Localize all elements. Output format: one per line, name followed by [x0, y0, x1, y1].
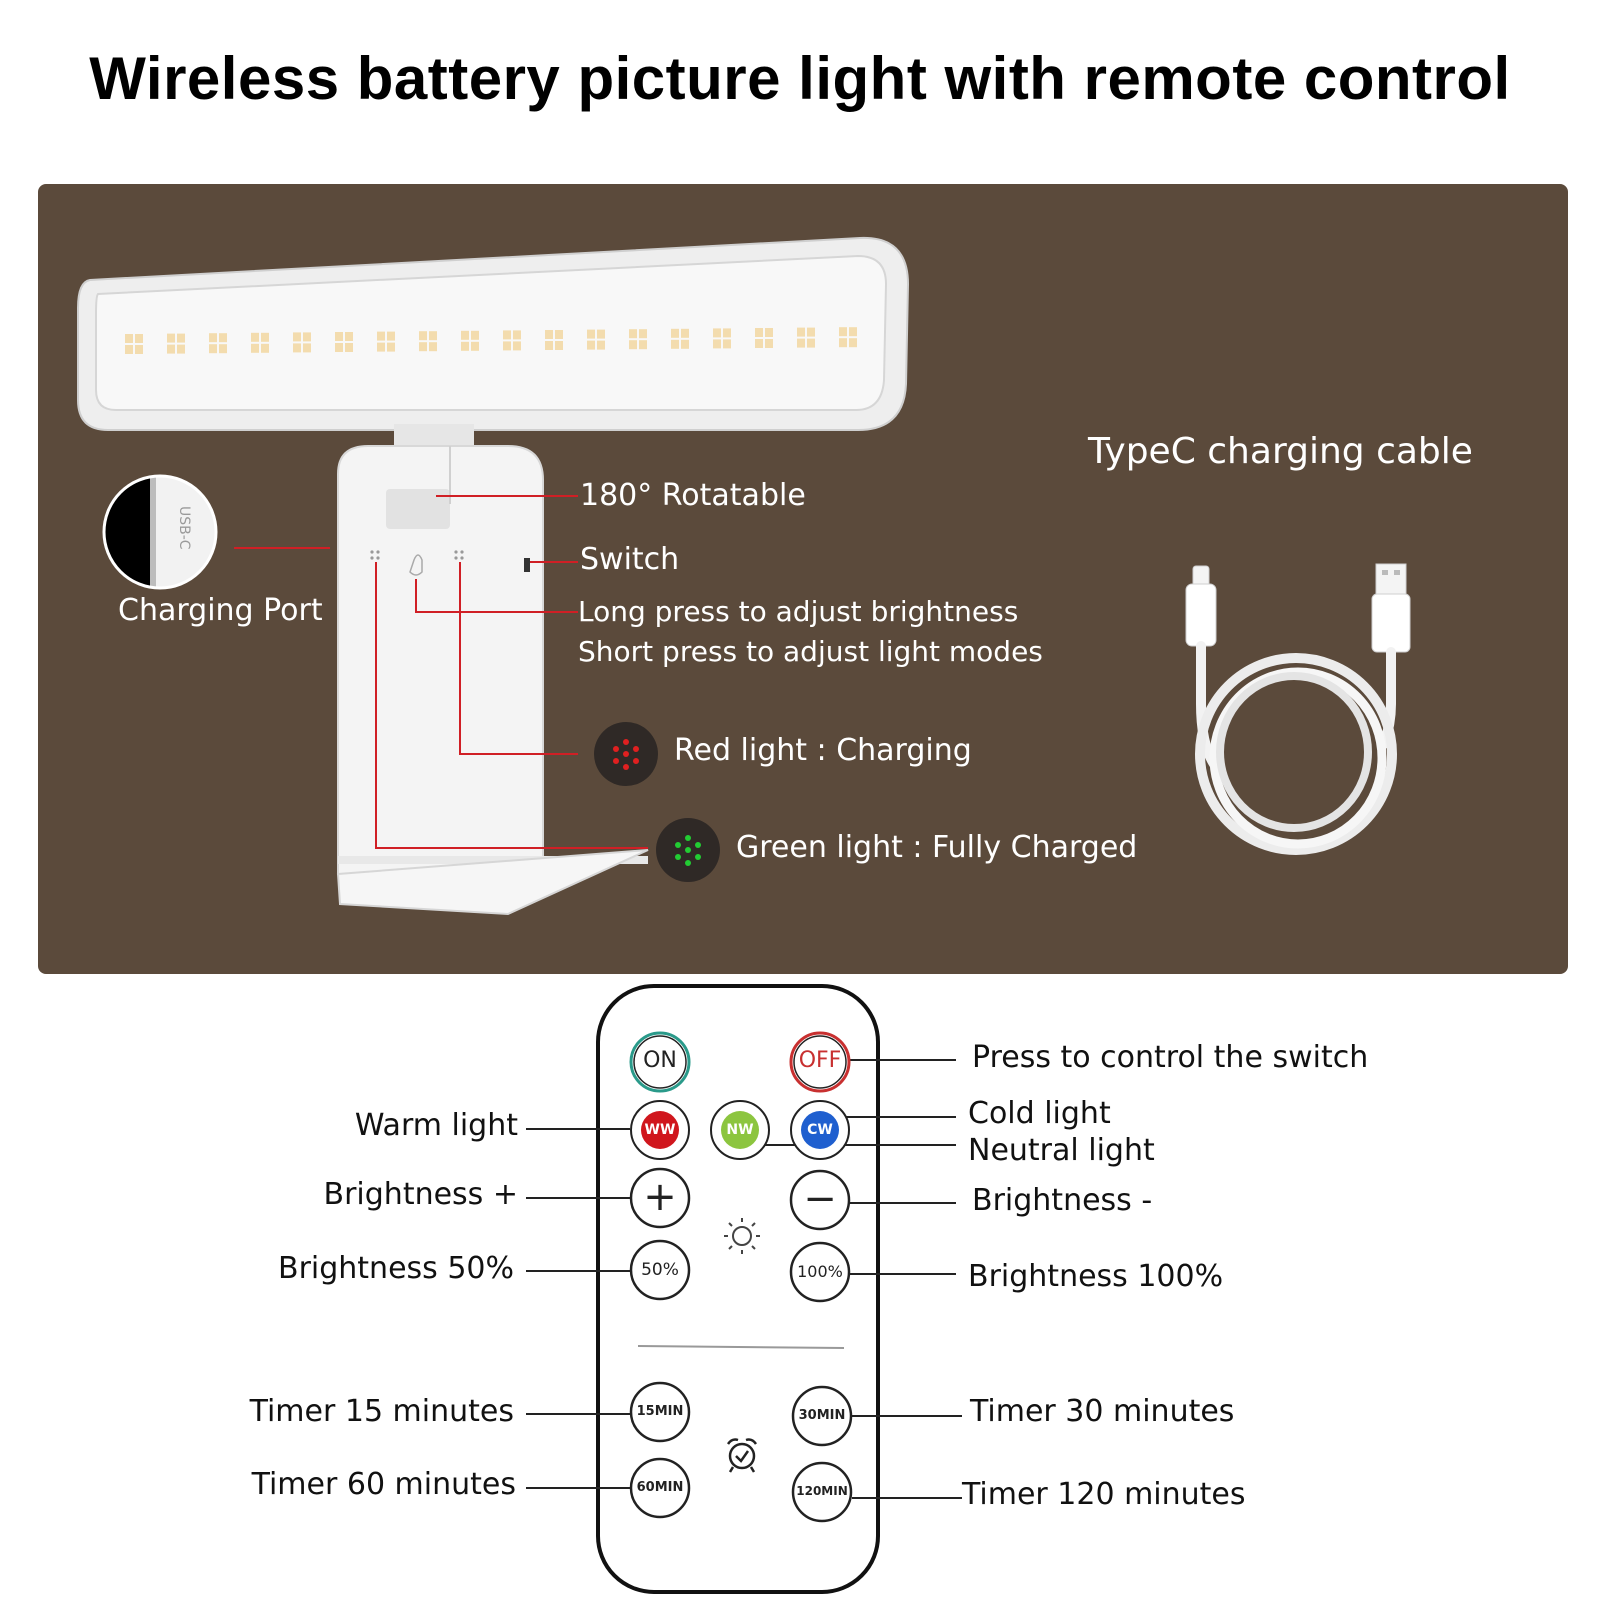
led-dot	[623, 739, 629, 745]
led-dot	[623, 751, 629, 757]
long-press-label: Long press to adjust brightness	[578, 595, 1019, 628]
off-button[interactable]: OFF	[788, 1030, 852, 1094]
led-chip	[755, 328, 773, 348]
led-dot	[675, 842, 681, 848]
sun-icon	[724, 1218, 760, 1254]
timer-15-label: Timer 15 minutes	[249, 1394, 514, 1429]
led-chip	[293, 332, 311, 353]
product-illustration: USB-C	[38, 184, 1568, 974]
led-dot	[613, 746, 619, 752]
led-dot	[695, 842, 701, 848]
lamp-base	[336, 849, 649, 916]
timer-15-button[interactable]: 15MIN	[628, 1380, 692, 1444]
nw-label: NW	[726, 1122, 754, 1138]
brightness-100-button[interactable]: 100%	[788, 1240, 852, 1304]
charging-port-label: Charging Port	[118, 593, 323, 628]
short-press-label: Short press to adjust light modes	[578, 635, 1043, 668]
typec-cable-illustration	[1185, 563, 1411, 855]
led-chip	[629, 329, 647, 350]
green-led-indicator	[656, 818, 720, 882]
led-dot	[633, 758, 639, 764]
led-chip	[167, 333, 185, 354]
remote-divider	[637, 1345, 845, 1349]
led-chip	[377, 331, 395, 352]
led-dot	[623, 764, 629, 770]
led-chip	[671, 328, 689, 349]
warm-light-button[interactable]: WW	[628, 1098, 692, 1162]
brightness-50-label: Brightness 50%	[277, 1251, 514, 1286]
ww-label: WW	[644, 1122, 676, 1138]
lamp-body	[336, 445, 649, 916]
callout-lines	[234, 495, 648, 849]
rotation-hinge	[386, 489, 450, 529]
led-chip	[419, 331, 437, 352]
led-dot	[675, 854, 681, 860]
switch-control-label: Press to control the switch	[972, 1040, 1369, 1075]
switch-label: Switch	[580, 542, 680, 577]
minus-label: −	[803, 1176, 837, 1222]
t60-label: 60MIN	[636, 1480, 684, 1495]
t30-label: 30MIN	[798, 1408, 846, 1423]
timer-30-button[interactable]: 30MIN	[790, 1384, 854, 1448]
led-chip	[209, 333, 227, 354]
switch-slider	[524, 558, 530, 572]
rotatable-label: 180° Rotatable	[580, 478, 806, 513]
led-dot	[685, 835, 691, 841]
timer-120-button[interactable]: 120MIN	[790, 1460, 854, 1524]
led-dot	[695, 854, 701, 860]
touch-icon	[409, 554, 423, 576]
off-button-label: OFF	[798, 1048, 842, 1073]
green-light-label: Green light : Fully Charged	[736, 830, 1138, 865]
brightness-plus-button[interactable]: +	[628, 1166, 692, 1230]
led-row	[125, 327, 857, 354]
lamp-head	[77, 236, 910, 431]
timer-120-label: Timer 120 minutes	[962, 1477, 1246, 1512]
b100-label: 100%	[797, 1262, 843, 1281]
led-chip	[503, 330, 521, 351]
led-chip	[797, 327, 815, 348]
brightness-minus-label: Brightness -	[972, 1183, 1153, 1218]
led-chip	[839, 327, 857, 348]
led-dot	[613, 758, 619, 764]
timer-30-label: Timer 30 minutes	[970, 1394, 1235, 1429]
brightness-50-button[interactable]: 50%	[628, 1238, 692, 1302]
neutral-light-button[interactable]: NW	[708, 1098, 772, 1162]
brightness-100-label: Brightness 100%	[968, 1259, 1224, 1294]
charging-port-zoom: USB-C	[102, 474, 218, 590]
timer-60-label: Timer 60 minutes	[251, 1467, 516, 1502]
led-chip	[461, 330, 479, 351]
typec-cable-label: TypeC charging cable	[1088, 431, 1473, 472]
page-title: Wireless battery picture light with remo…	[89, 45, 1511, 112]
led-chip	[251, 332, 269, 353]
led-chip	[545, 330, 563, 350]
led-chip	[587, 329, 605, 350]
brightness-minus-button[interactable]: −	[788, 1168, 852, 1232]
cw-label: CW	[807, 1122, 833, 1138]
cold-light-label: Cold light	[968, 1096, 1111, 1131]
led-dot	[633, 746, 639, 752]
on-button[interactable]: ON	[628, 1030, 692, 1094]
led-chip	[713, 328, 731, 349]
product-panel: USB-C	[38, 184, 1568, 974]
neutral-light-label: Neutral light	[968, 1133, 1155, 1168]
led-chip	[125, 334, 143, 354]
led-dot	[685, 847, 691, 853]
plus-label: +	[643, 1174, 677, 1220]
t120-label: 120MIN	[796, 1484, 848, 1498]
warm-light-label: Warm light	[354, 1108, 518, 1143]
timer-60-button[interactable]: 60MIN	[628, 1456, 692, 1520]
cold-light-button[interactable]: CW	[788, 1098, 852, 1162]
red-light-label: Red light : Charging	[674, 733, 972, 768]
brightness-plus-label: Brightness +	[323, 1177, 518, 1212]
led-dot	[685, 860, 691, 866]
alarm-clock-icon	[726, 1438, 758, 1473]
on-button-label: ON	[643, 1048, 677, 1073]
port-marking: USB-C	[176, 506, 192, 550]
led-chip	[335, 332, 353, 352]
t15-label: 15MIN	[636, 1404, 684, 1419]
red-led-indicator	[594, 722, 658, 786]
b50-label: 50%	[641, 1260, 679, 1280]
